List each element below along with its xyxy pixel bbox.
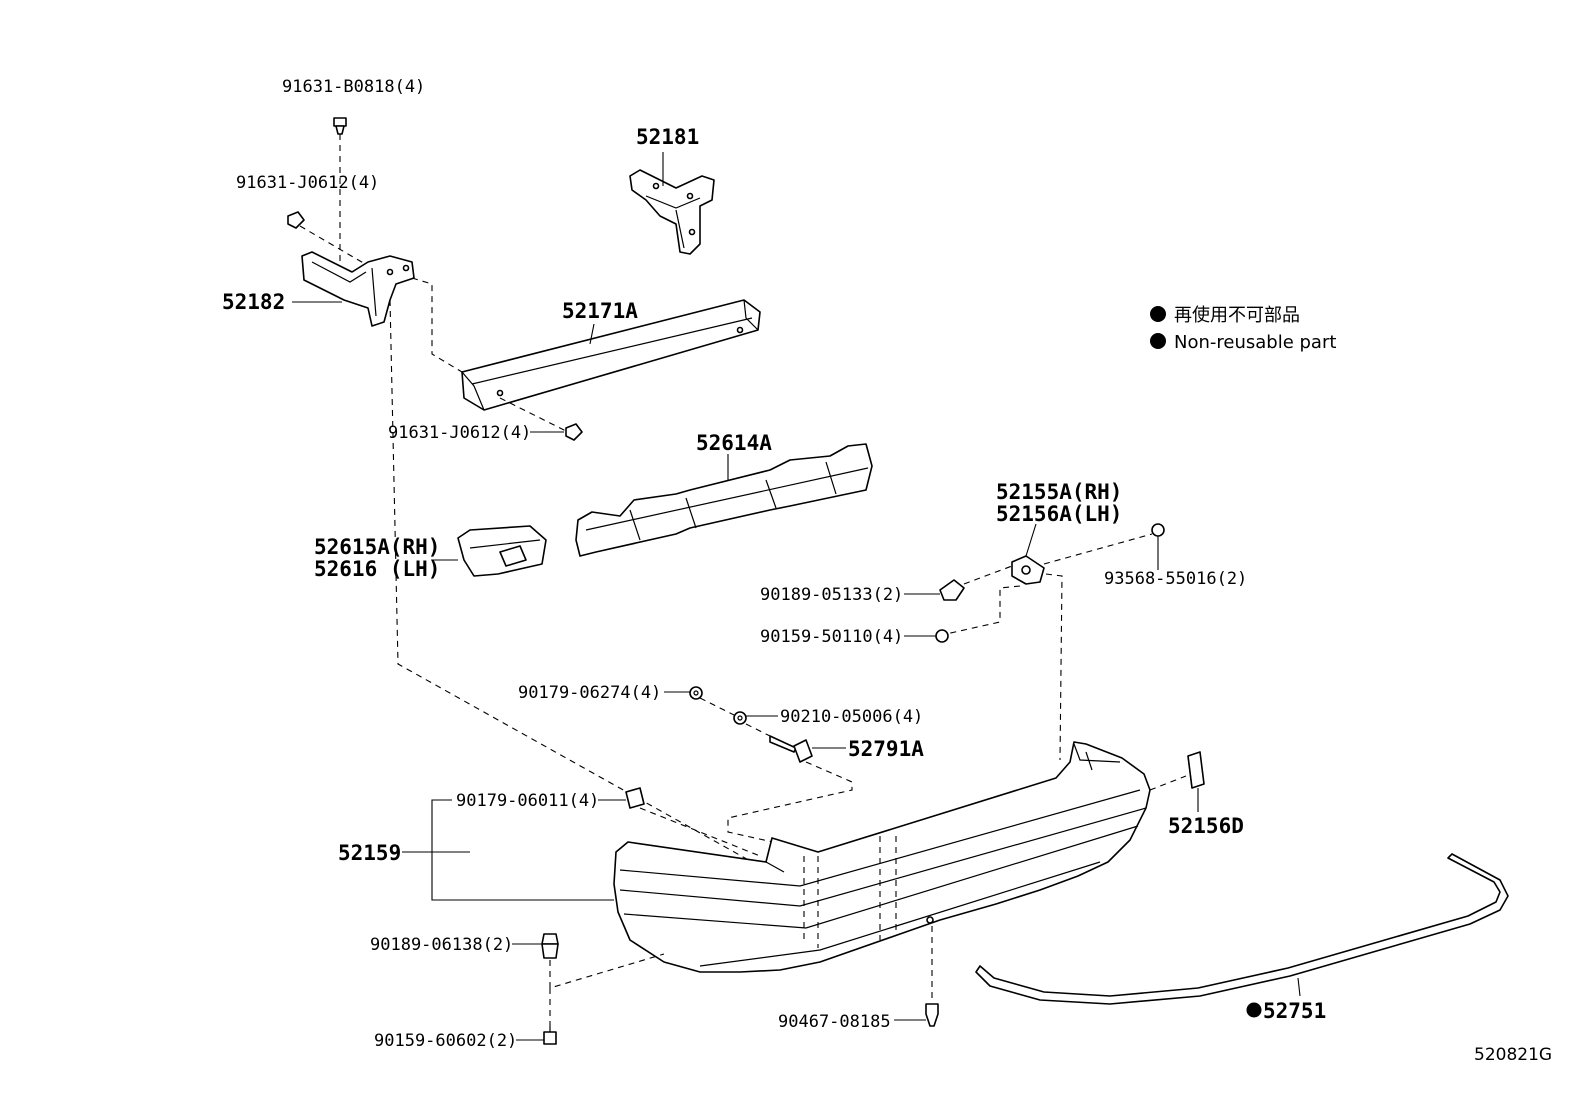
label-90210-05006[interactable]: 90210-05006(4): [780, 707, 923, 727]
label-52614a[interactable]: 52614A: [696, 431, 772, 455]
label-90179-06274[interactable]: 90179-06274(4): [518, 683, 661, 703]
bumper-cover-52159[interactable]: [613, 741, 1151, 973]
nut-91631-j0612-top[interactable]: [287, 211, 305, 229]
label-52181[interactable]: 52181: [636, 125, 699, 149]
rivet-90467-08185[interactable]: [925, 1003, 939, 1027]
non-reusable-bullet-icon: [1246, 1002, 1262, 1018]
label-52791a[interactable]: 52791A: [848, 737, 924, 761]
screw-90159-50110[interactable]: [935, 629, 949, 643]
pad-52615a-52616[interactable]: [457, 525, 547, 577]
bolt-52791a[interactable]: [769, 735, 813, 763]
retainer-52155a-52156a[interactable]: [1011, 555, 1045, 585]
nut-91631-j0612-mid[interactable]: [565, 423, 583, 441]
label-52171a[interactable]: 52171A: [562, 299, 638, 323]
legend-line-jp: 再使用不可部品: [1174, 305, 1300, 326]
pad-52156d[interactable]: [1187, 751, 1205, 789]
reinforcement-52171a[interactable]: [461, 299, 761, 411]
moulding-52751[interactable]: [975, 853, 1509, 1005]
label-93568-55016[interactable]: 93568-55016(2): [1104, 569, 1247, 589]
label-90179-06011[interactable]: 90179-06011(4): [456, 791, 599, 811]
label-52156d[interactable]: 52156D: [1168, 814, 1244, 838]
nut-90179-06274[interactable]: [689, 686, 703, 700]
bracket-52181[interactable]: [629, 169, 715, 255]
screw-93568-55016[interactable]: [1151, 523, 1165, 537]
clip-90179-06011[interactable]: [625, 787, 645, 809]
clip-90189-05133[interactable]: [939, 579, 965, 601]
bolt-91631-b0818[interactable]: [333, 117, 347, 135]
absorber-52614a[interactable]: [575, 443, 873, 557]
label-52156a[interactable]: 52156A(LH): [996, 502, 1122, 526]
washer-90210-05006[interactable]: [733, 711, 747, 725]
label-91631-j0612-top[interactable]: 91631-J0612(4): [236, 173, 379, 193]
label-52159[interactable]: 52159: [338, 841, 401, 865]
figure-number: 520821G: [1474, 1045, 1552, 1065]
legend-line-en: Non-reusable part: [1174, 332, 1336, 353]
label-91631-j0612-mid[interactable]: 91631-J0612(4): [388, 423, 531, 443]
label-90189-05133[interactable]: 90189-05133(2): [760, 585, 903, 605]
label-90159-50110[interactable]: 90159-50110(4): [760, 627, 903, 647]
bracket-52182[interactable]: [301, 251, 415, 327]
legend: 再使用不可部品 Non-reusable part: [1150, 305, 1336, 353]
label-90159-60602[interactable]: 90159-60602(2): [374, 1031, 517, 1051]
label-91631-b0818[interactable]: 91631-B0818(4): [282, 77, 425, 97]
label-52616[interactable]: 52616 (LH): [314, 557, 440, 581]
label-90467-08185[interactable]: 90467-08185: [778, 1012, 891, 1032]
label-52155a[interactable]: 52155A(RH): [996, 480, 1122, 504]
screw-90159-60602[interactable]: [543, 1026, 557, 1045]
label-52182[interactable]: 52182: [222, 290, 285, 314]
clip-90189-06138[interactable]: [541, 933, 559, 959]
label-90189-06138[interactable]: 90189-06138(2): [370, 935, 513, 955]
legend-bullet-icon: [1150, 333, 1166, 349]
label-52615a[interactable]: 52615A(RH): [314, 535, 440, 559]
legend-bullet-icon: [1150, 306, 1166, 322]
label-52751[interactable]: 52751: [1263, 999, 1326, 1023]
